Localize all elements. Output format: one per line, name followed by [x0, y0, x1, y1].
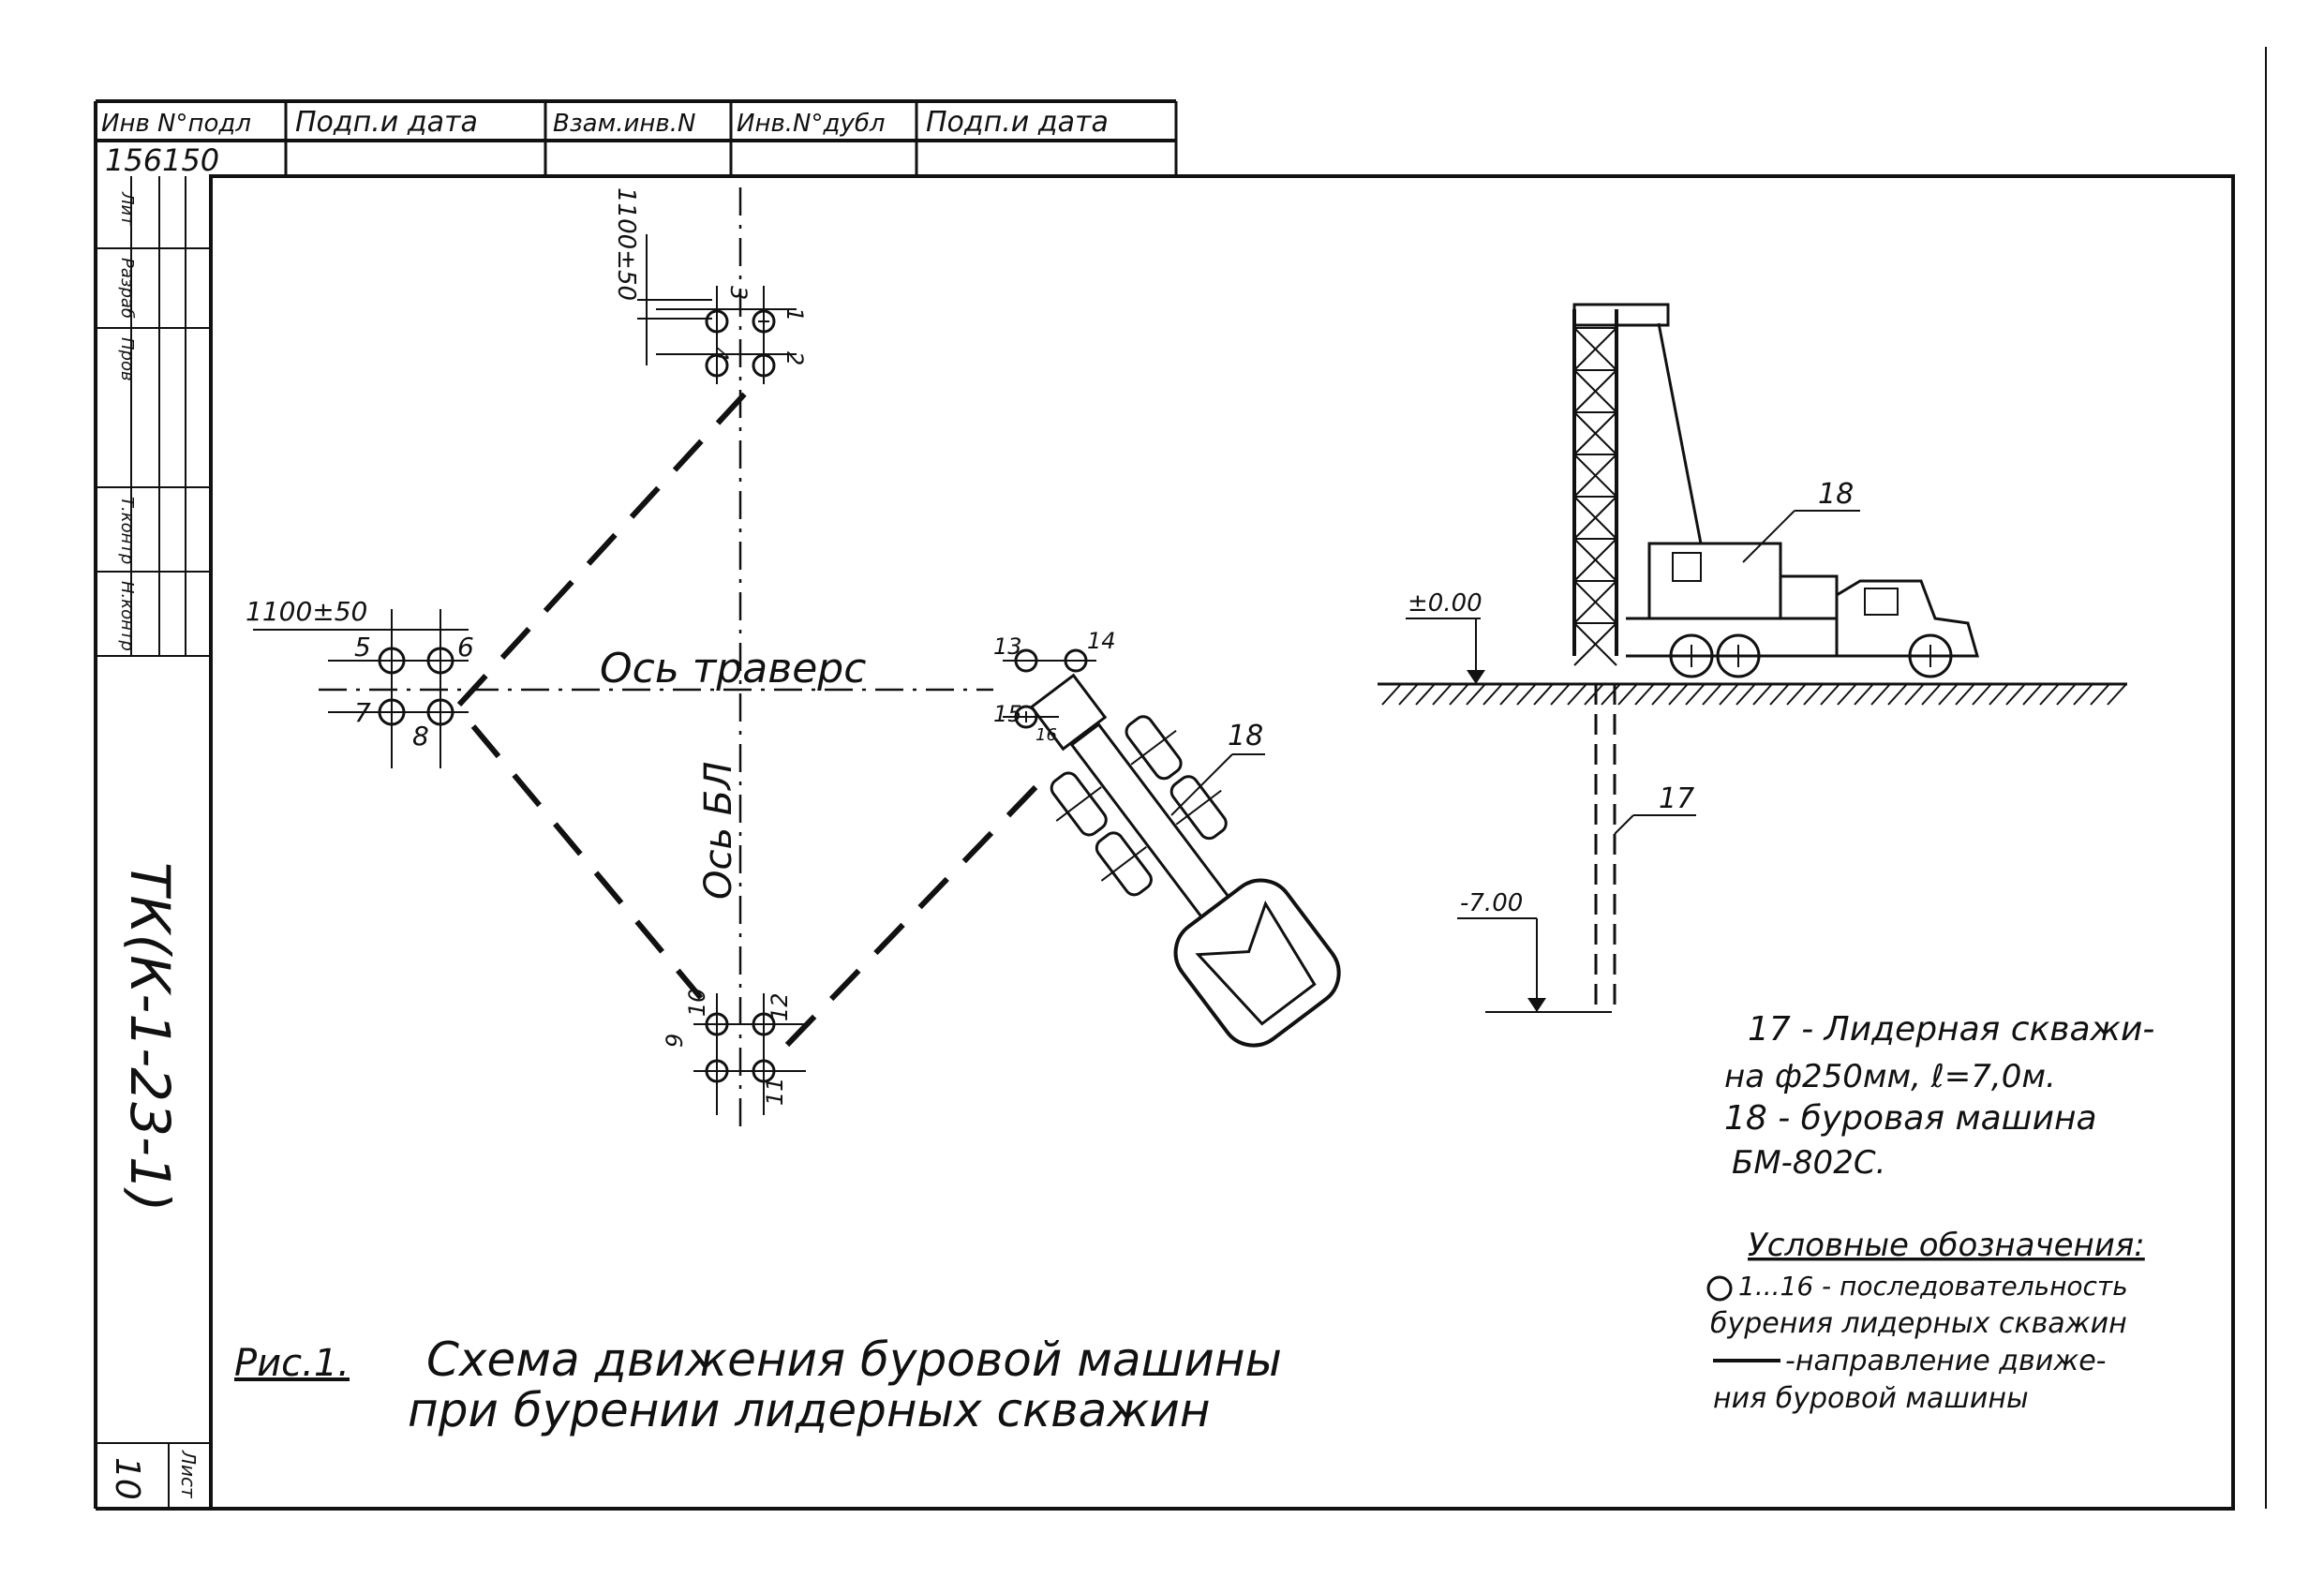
- well-label-15: 15: [993, 701, 1022, 727]
- well-label-9: 9: [662, 1034, 688, 1048]
- well-10: [705, 1012, 729, 1036]
- sheet-number: 10: [108, 1457, 146, 1500]
- well-label-13: 13: [993, 633, 1022, 660]
- dimension-left-label: 1100±50: [246, 596, 367, 627]
- section-machine-label: 18: [1818, 478, 1854, 511]
- well-9: [705, 1059, 729, 1083]
- side-label-2: Разраб: [117, 258, 137, 319]
- well-label-7: 7: [354, 697, 371, 728]
- legend-title: Условные обозначения:: [1748, 1227, 2145, 1264]
- side-label-4: Т.контр: [117, 497, 137, 564]
- well-15: [1014, 705, 1038, 729]
- well-8: [426, 698, 454, 726]
- note-line-1: 17 - Лидерная скважи-: [1748, 1010, 2154, 1049]
- well-label-2: 2: [782, 351, 808, 365]
- sheet-label: Лист: [177, 1450, 200, 1499]
- side-label-5: Н.контр: [117, 581, 137, 651]
- well-11: [752, 1059, 776, 1083]
- well-7: [378, 698, 406, 726]
- well-label-8: 8: [412, 721, 429, 752]
- axis-bl-label: Ось БЛ: [697, 762, 740, 900]
- section-well-label: 17: [1659, 782, 1694, 815]
- well-label-6: 6: [457, 632, 474, 663]
- well-13: [1014, 648, 1038, 673]
- document-code: ТК(К-1-23-1): [118, 862, 182, 1212]
- well-label-3: 3: [725, 286, 752, 300]
- legend-item-2-line-2: ния буровой машины: [1713, 1382, 2029, 1415]
- well-label-11: 11: [762, 1077, 788, 1106]
- sheet-frame: [94, 47, 2267, 1511]
- inventory-number: 156150: [105, 142, 219, 178]
- well-5: [378, 647, 406, 675]
- stamp-header-3: Взам.инв.N: [553, 110, 695, 138]
- stamp-header-4: Инв.N°дубл: [737, 110, 886, 138]
- level-top-mark: [1406, 618, 1485, 684]
- dimension-top-label: 1100±50: [612, 187, 640, 301]
- plan-axes: [319, 187, 993, 1134]
- stamp-table: [94, 99, 1178, 176]
- well-4: [705, 353, 729, 378]
- caption-line-1: Схема движения буровой машины: [426, 1332, 1282, 1387]
- plan-machine-label: 18: [1228, 720, 1263, 752]
- dimension-top: [637, 234, 712, 365]
- well-label-1: 1: [782, 307, 808, 321]
- stamp-header-5: Подп.и дата: [926, 106, 1109, 139]
- well-label-16: 16: [1035, 725, 1057, 745]
- well-2: [752, 353, 776, 378]
- well-label-12: 12: [767, 992, 793, 1021]
- level-bottom-mark: [1457, 917, 1612, 1013]
- legend-item-1-line-1: 1...16 - последовательность: [1738, 1271, 2128, 1302]
- well-label-10: 10: [684, 988, 710, 1017]
- stamp-header-1: Инв N°подл: [101, 110, 251, 138]
- level-bottom-label: -7.00: [1460, 889, 1523, 917]
- ground-hatch: [1381, 683, 2127, 706]
- well-14: [1064, 648, 1088, 673]
- legend-well-symbol: [1706, 1275, 1733, 1302]
- legend-item-1-line-2: бурения лидерных скважин: [1710, 1307, 2127, 1340]
- well-3: [705, 309, 729, 334]
- drill-rig-section: [1572, 303, 1979, 678]
- well-1: [752, 309, 776, 334]
- well-label-14: 14: [1087, 628, 1116, 654]
- note-line-2: на ф250мм, ℓ=7,0м.: [1724, 1058, 2056, 1095]
- well-12: [752, 1012, 776, 1036]
- axis-traverse-label: Ось траверс: [600, 645, 866, 692]
- borehole: [1594, 684, 1616, 1012]
- caption-prefix: Рис.1.: [234, 1342, 350, 1385]
- movement-path: [456, 391, 1043, 1048]
- stamp-header-2: Подп.и дата: [295, 106, 478, 139]
- well-label-4: 4: [707, 347, 733, 361]
- side-label-1: Лит: [117, 191, 137, 226]
- note-line-3: 18 - буровая машина: [1724, 1099, 2097, 1138]
- well-6: [426, 647, 454, 675]
- level-top-label: ±0.00: [1408, 589, 1482, 618]
- wells-group: [378, 309, 1088, 1083]
- drill-machine-plan: [1029, 673, 1341, 1048]
- legend-item-2-line-1: -направление движе-: [1785, 1345, 2107, 1377]
- side-label-3: Пров: [117, 337, 137, 381]
- note-line-4: БМ-802С.: [1732, 1144, 1885, 1182]
- caption-line-2: при бурении лидерных скважин: [408, 1383, 1211, 1437]
- well-label-5: 5: [354, 632, 371, 663]
